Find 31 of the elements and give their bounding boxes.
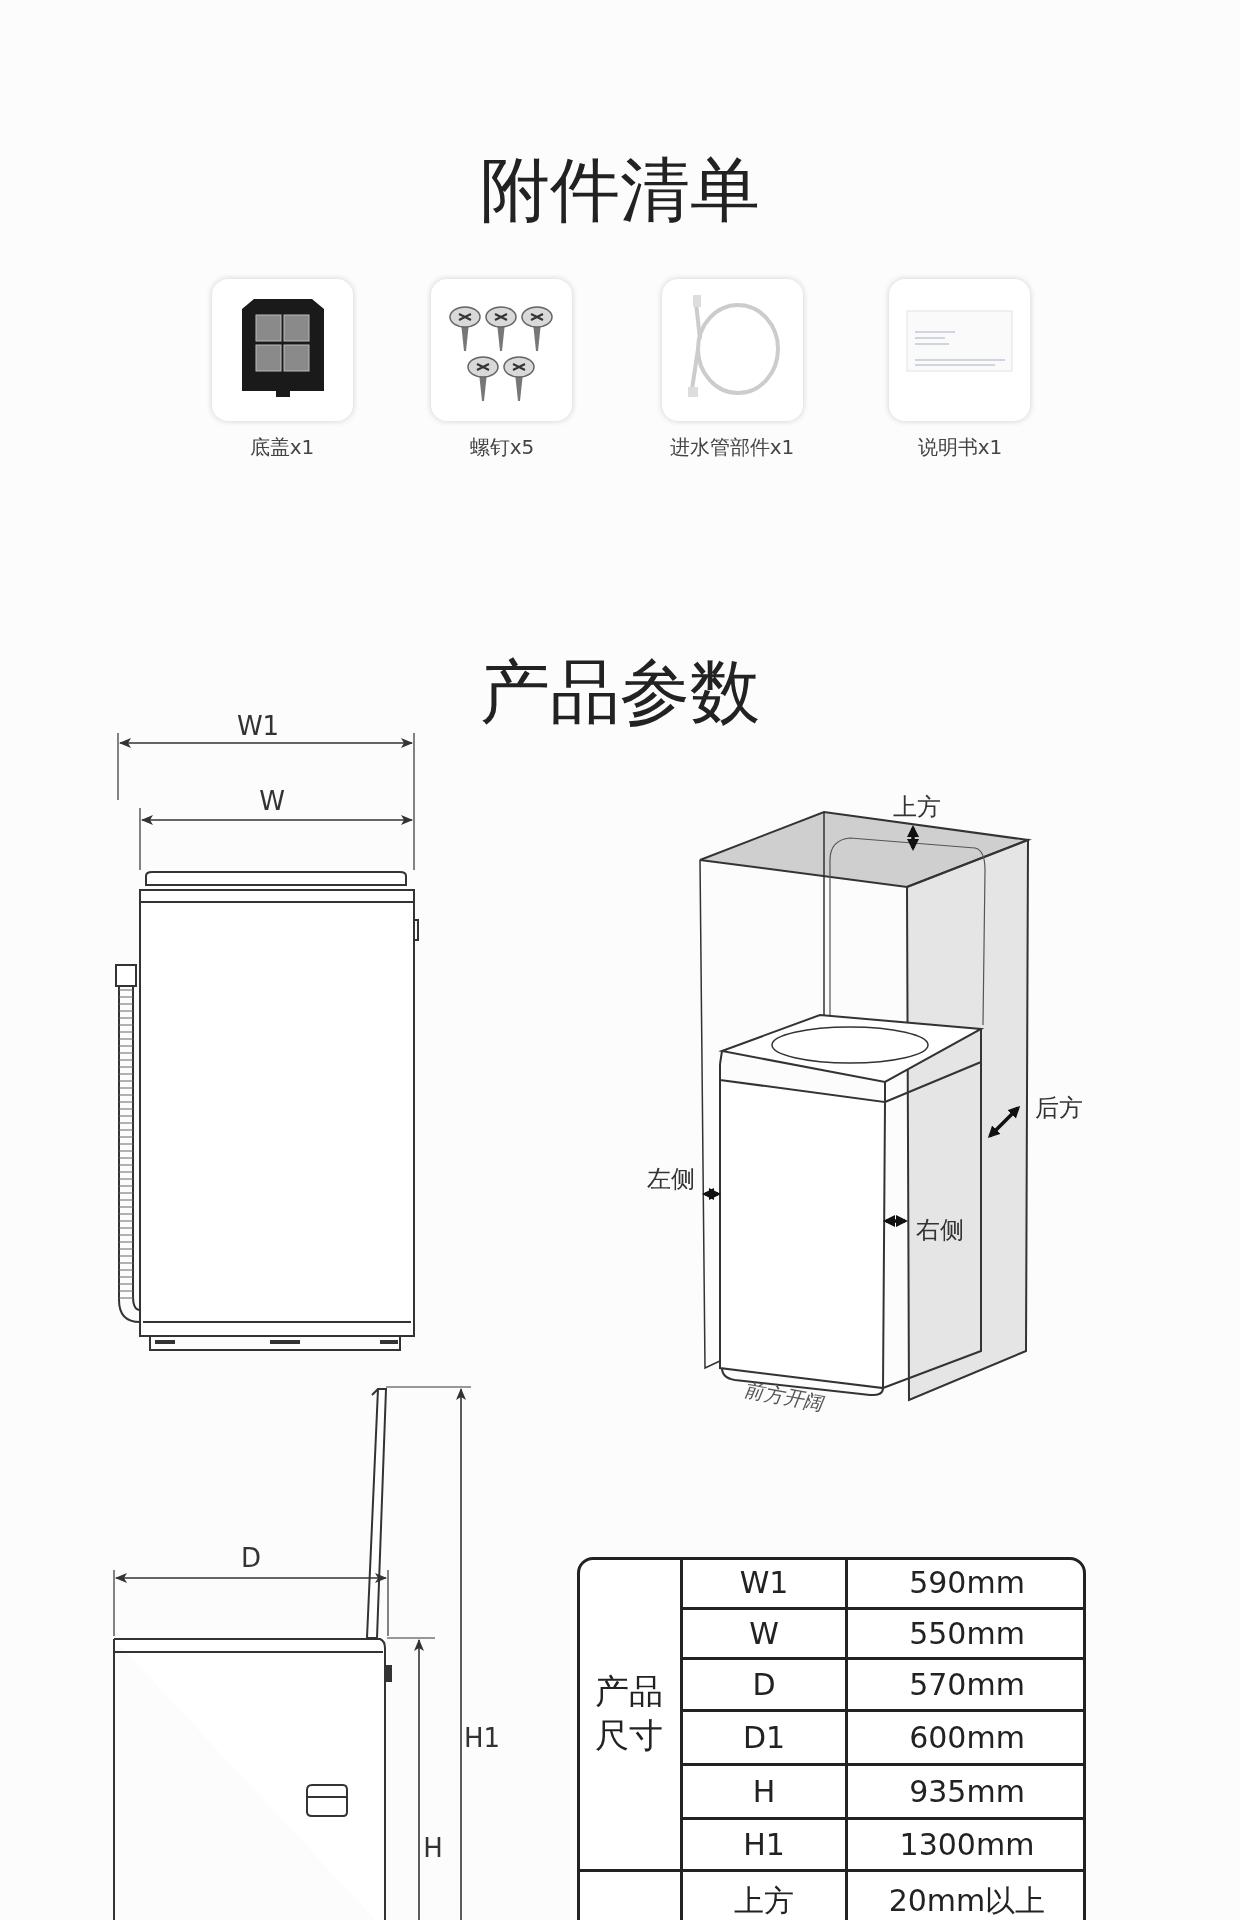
- direction-label: 左侧: [647, 1166, 695, 1194]
- dimension-label: W1: [236, 712, 280, 742]
- dimension-value-cell: 600mm: [845, 1709, 1086, 1763]
- direction-label: 右侧: [916, 1217, 964, 1245]
- dimension-value-cell: 20mm以上: [845, 1869, 1086, 1920]
- dimension-value-cell: 590mm: [845, 1557, 1086, 1607]
- dimension-value-cell: 1300mm: [845, 1817, 1086, 1869]
- dimension-name-cell: H1: [680, 1817, 845, 1869]
- direction-label: 前方开阔: [741, 1379, 829, 1415]
- dimension-value-cell: 570mm: [845, 1657, 1086, 1709]
- category-cell-text: 产品尺寸: [593, 1669, 664, 1757]
- dimension-name-cell: D: [680, 1657, 845, 1709]
- dimension-label: H1: [463, 1724, 501, 1754]
- dimension-name-cell: W1: [680, 1557, 845, 1607]
- dimension-label: D: [241, 1544, 261, 1574]
- dimension-value-cell: 550mm: [845, 1607, 1086, 1657]
- item-caption: 底盖x1: [249, 435, 315, 459]
- dimension-name-cell: W: [680, 1607, 845, 1657]
- page-title: 附件清单: [480, 149, 760, 231]
- dimension-name-cell: H: [680, 1763, 845, 1817]
- dimension-label: H: [423, 1834, 443, 1864]
- direction-label: 后方: [1035, 1095, 1083, 1123]
- dimension-label: W: [259, 787, 285, 817]
- section-title: 产品参数: [480, 651, 760, 733]
- direction-label: 上方: [893, 794, 941, 822]
- item-caption: 说明书x1: [917, 435, 1003, 459]
- dimension-value-cell: 935mm: [845, 1763, 1086, 1817]
- item-caption: 进水管部件x1: [669, 435, 795, 459]
- dimension-name-cell: 上方: [680, 1869, 845, 1920]
- dimension-name-cell: D1: [680, 1709, 845, 1763]
- item-caption: 螺钉x5: [469, 435, 535, 459]
